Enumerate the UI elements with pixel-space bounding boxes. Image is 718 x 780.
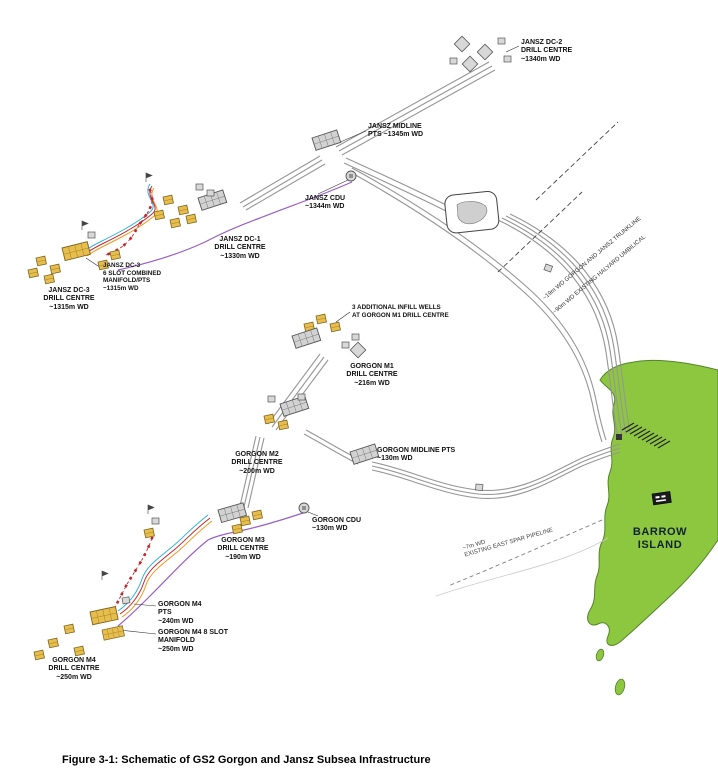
tie-in-junction-box <box>444 190 500 234</box>
flag-marker-icon <box>145 172 153 183</box>
subsea-box-icon <box>206 189 215 197</box>
shore-approach-bundle <box>351 167 631 443</box>
label-gorgon-m4-pts: GORGON M4 PTS ~240m WD <box>158 601 202 625</box>
label-gorgon-infill-wells: 3 ADDITIONAL INFILL WELLS AT GORGON M1 D… <box>352 304 449 319</box>
gorgon-m3-cluster <box>143 502 263 539</box>
wellhead-tree-icon <box>185 213 197 225</box>
label-jansz-dc3-manifold: JANSZ DC-3 6 SLOT COMBINED MANIFOLD/PTS … <box>103 262 162 292</box>
gorgon-feed-bundle <box>239 353 621 509</box>
jansz-dc3-manifold-icon <box>61 241 91 262</box>
wellhead-tree-icon <box>231 523 243 535</box>
inline-structure-icon <box>543 263 553 273</box>
diamond-structure-icon <box>476 43 494 61</box>
flag-marker-icon <box>147 504 155 515</box>
gorgon-m1-cluster <box>291 313 367 359</box>
gorgon-m1-manifold-icon <box>291 327 322 349</box>
lng-plant-icon <box>651 491 672 506</box>
label-gorgon-m4-manifold: GORGON M4 8 SLOT MANIFOLD ~250m WD <box>158 629 229 653</box>
gorgon-m4-manifold-icon <box>89 606 119 626</box>
wellhead-tree-icon <box>143 527 155 539</box>
wellhead-tree-icon <box>49 263 61 275</box>
subsea-box-icon <box>497 37 506 45</box>
gorgon-m4-pts-icon <box>121 596 131 605</box>
wellhead-tree-icon <box>277 419 289 431</box>
label-gorgon-cdu: GORGON CDU ~130m WD <box>312 517 361 533</box>
islet-icon <box>595 648 605 662</box>
subsea-box-icon <box>87 231 96 239</box>
diamond-structure-icon <box>453 35 471 53</box>
label-gorgon-midline-pts: GORGON MIDLINE PTS ~130m WD <box>377 447 456 463</box>
label-gorgon-m1: GORGON M1 DRILL CENTRE ~216m WD <box>346 363 398 387</box>
label-jansz-dc1: JANSZ DC-1 DRILL CENTRE ~1330m WD <box>214 236 266 260</box>
jansz-dc3-flowlines <box>82 183 158 257</box>
wellhead-tree-icon <box>162 194 174 206</box>
existing-trunkline-dashed <box>497 121 619 273</box>
gorgon-m4-flowlines <box>117 514 213 618</box>
wellhead-tree-icon <box>43 273 55 285</box>
label-leader-lines <box>85 45 520 635</box>
wellhead-tree-icon <box>109 249 121 261</box>
label-barrow-island: BARROW ISLAND <box>632 526 688 552</box>
subsea-box-icon <box>151 517 160 525</box>
wellhead-tree-icon <box>263 413 275 425</box>
wellhead-tree-icon <box>47 637 59 649</box>
wellhead-tree-icon <box>27 267 39 279</box>
flag-marker-icon <box>81 220 89 231</box>
figure-caption: Figure 3-1: Schematic of GS2 Gorgon and … <box>62 754 431 766</box>
wellhead-tree-icon <box>169 217 181 229</box>
inline-structure-icon <box>475 483 484 491</box>
label-jansz-midline-pts: JANSZ MIDLINE PTS ~1345m WD <box>368 123 424 139</box>
jansz-umbilical-purple <box>117 181 353 271</box>
wellhead-tree-icon <box>73 645 85 657</box>
subsea-box-icon <box>351 333 360 341</box>
wellhead-tree-icon <box>177 204 189 216</box>
label-gorgon-m2: GORGON M2 DRILL CENTRE ~200m WD <box>231 451 283 475</box>
wellhead-tree-icon <box>153 209 165 221</box>
wellhead-tree-icon <box>35 255 47 267</box>
subsea-box-icon <box>503 55 512 63</box>
label-jansz-cdu: JANSZ CDU ~1344m WD <box>305 195 346 211</box>
jansz-dc1-cluster <box>145 172 228 229</box>
gorgon-cdu-icon <box>298 502 310 514</box>
label-gorgon-m4: GORGON M4 DRILL CENTRE ~250m WD <box>48 657 100 681</box>
flag-marker-icon <box>101 570 109 581</box>
subsea-box-icon <box>195 183 204 191</box>
subsea-box-icon <box>341 341 350 349</box>
gorgon-midline-pts-icon <box>349 443 380 465</box>
wellhead-tree-icon <box>239 515 251 527</box>
label-jansz-dc3: JANSZ DC-3 DRILL CENTRE ~1315m WD <box>43 287 95 311</box>
islet-icon <box>614 678 626 696</box>
jansz-dc3-jumper-dashed <box>104 188 154 257</box>
coastline-contour <box>435 537 609 597</box>
label-gorgon-m3: GORGON M3 DRILL CENTRE ~190m WD <box>217 537 269 561</box>
jansz-trunkline-bundle <box>239 61 496 212</box>
east-spar-pipeline-dashed <box>447 519 603 587</box>
wellhead-tree-icon <box>251 509 263 521</box>
gorgon-m4-cluster <box>33 570 131 661</box>
wellhead-tree-icon <box>329 321 341 333</box>
gorgon-m4-manifold-icon <box>101 625 125 641</box>
subsea-box-icon <box>297 393 306 401</box>
subsea-box-icon <box>267 395 276 403</box>
gorgon-umbilical-purple <box>117 511 307 627</box>
label-jansz-dc2: JANSZ DC-2 DRILL CENTRE ~1340m WD <box>521 39 573 63</box>
shore-crossing-hatching <box>616 422 671 449</box>
wellhead-tree-icon <box>315 313 327 325</box>
diamond-structure-icon <box>349 341 367 359</box>
subsea-box-icon <box>449 57 458 65</box>
shore-tiein-icon <box>616 434 622 440</box>
wellhead-tree-icon <box>63 623 75 635</box>
jansz-cdu-icon <box>345 170 357 182</box>
